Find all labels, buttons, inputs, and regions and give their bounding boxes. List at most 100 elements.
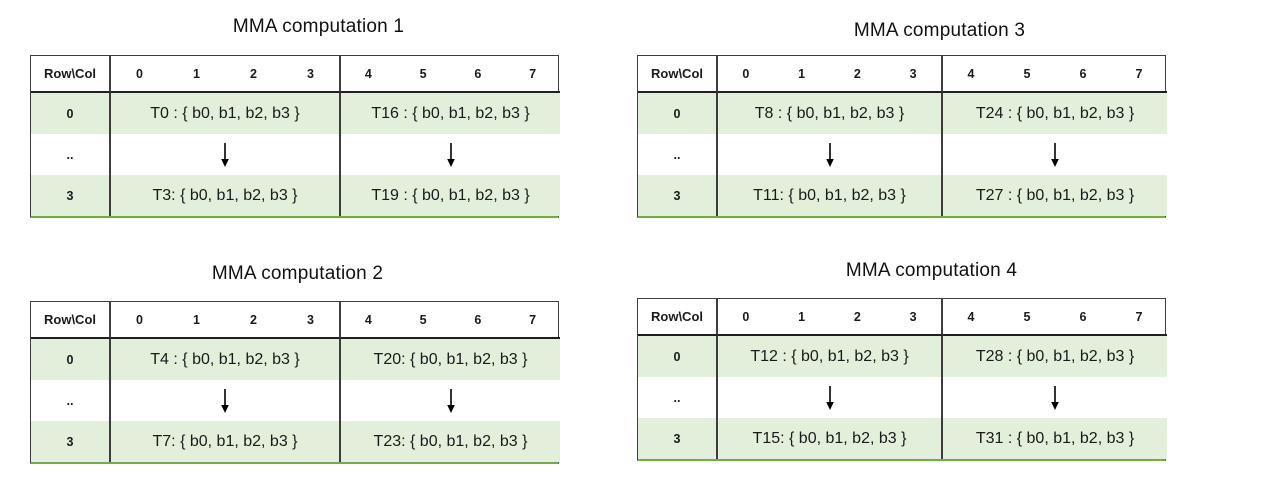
table-title: MMA computation 4 <box>845 260 1018 281</box>
column-header: 7 <box>1135 66 1143 81</box>
column-header: 2 <box>853 309 861 324</box>
column-header: 2 <box>250 66 257 81</box>
mma-table-4: Row\Col 0 1 2 3 4 5 6 7 0 T12 : { b0, b1… <box>637 298 1167 461</box>
down-arrow-icon <box>825 385 834 410</box>
arrow-cell <box>341 380 560 421</box>
panel-mma-computation-1: MMA computation 1 Row\Col 0 1 2 3 4 5 6 … <box>30 12 560 218</box>
arrow-cell <box>718 377 943 418</box>
mma-table-1: Row\Col 0 1 2 3 4 5 6 7 0 T0 : { b0, b1,… <box>30 55 560 218</box>
column-header-group-1: 0 1 2 3 <box>111 302 341 339</box>
thread-data-cell: T23: { b0, b1, b2, b3 } <box>341 421 560 462</box>
row-label-cell: 0 <box>638 93 718 134</box>
column-header: 6 <box>474 312 482 327</box>
thread-data-cell: T4 : { b0, b1, b2, b3 } <box>111 339 341 380</box>
arrow-cell <box>943 377 1167 418</box>
thread-data-cell: T19 : { b0, b1, b2, b3 } <box>341 175 560 216</box>
down-arrow-icon <box>1051 385 1059 410</box>
thread-data-cell: T0 : { b0, b1, b2, b3 } <box>111 93 341 134</box>
thread-data-cell: T24 : { b0, b1, b2, b3 } <box>943 93 1167 134</box>
arrow-cell <box>943 134 1167 175</box>
column-header: 1 <box>798 66 806 81</box>
column-header: 5 <box>419 66 427 81</box>
column-header-group-1: 0 1 2 3 <box>718 299 943 336</box>
corner-header-cell: Row\Col <box>638 299 718 336</box>
down-arrow-icon <box>221 142 229 167</box>
column-header: 3 <box>909 309 917 324</box>
column-header: 4 <box>364 66 372 81</box>
column-header-group-2: 4 5 6 7 <box>943 299 1167 336</box>
row-label-cell: 3 <box>31 175 111 216</box>
thread-data-cell: T3: { b0, b1, b2, b3 } <box>111 175 341 216</box>
column-header: 6 <box>1079 66 1087 81</box>
row-label-cell: 3 <box>638 175 718 216</box>
column-header: 0 <box>136 312 143 327</box>
column-header: 3 <box>307 312 314 327</box>
column-header: 6 <box>1079 309 1087 324</box>
column-header-group-1: 0 1 2 3 <box>718 56 943 93</box>
down-arrow-icon <box>221 388 229 413</box>
column-header-group-2: 4 5 6 7 <box>341 56 560 93</box>
column-header: 2 <box>250 312 257 327</box>
arrow-cell <box>111 134 341 175</box>
column-header: 0 <box>136 66 143 81</box>
thread-data-cell: T8 : { b0, b1, b2, b3 } <box>718 93 943 134</box>
column-header: 7 <box>529 312 537 327</box>
column-header: 1 <box>193 312 200 327</box>
column-header: 1 <box>798 309 806 324</box>
mma-table-2: Row\Col 0 1 2 3 4 5 6 7 0 T4 : { b0, b1,… <box>30 301 560 464</box>
row-label-cell: .. <box>31 134 111 175</box>
column-header-group-1: 0 1 2 3 <box>111 56 341 93</box>
column-header: 6 <box>474 66 482 81</box>
column-header-group-2: 4 5 6 7 <box>341 302 560 339</box>
panel-mma-computation-3: MMA computation 3 Row\Col 0 1 2 3 4 5 6 … <box>637 12 1167 218</box>
column-header: 0 <box>742 309 750 324</box>
column-header: 3 <box>307 66 314 81</box>
column-header: 4 <box>364 312 372 327</box>
column-header: 3 <box>909 66 917 81</box>
thread-data-cell: T7: { b0, b1, b2, b3 } <box>111 421 341 462</box>
arrow-cell <box>718 134 943 175</box>
mma-table-3: Row\Col 0 1 2 3 4 5 6 7 0 T8 : { b0, b1,… <box>637 55 1167 218</box>
panel-mma-computation-4: MMA computation 4 Row\Col 0 1 2 3 4 5 6 … <box>637 255 1167 461</box>
thread-data-cell: T31 : { b0, b1, b2, b3 } <box>943 418 1167 459</box>
row-label-cell: 0 <box>31 339 111 380</box>
column-header: 7 <box>529 66 537 81</box>
down-arrow-icon <box>825 142 834 167</box>
column-header: 2 <box>853 66 861 81</box>
table-title: MMA computation 1 <box>232 16 405 37</box>
row-label-cell: 3 <box>638 418 718 459</box>
corner-header-cell: Row\Col <box>638 56 718 93</box>
thread-data-cell: T20: { b0, b1, b2, b3 } <box>341 339 560 380</box>
column-header: 1 <box>193 66 200 81</box>
table-title: MMA computation 3 <box>853 20 1026 41</box>
row-label-cell: 0 <box>31 93 111 134</box>
thread-data-cell: T27 : { b0, b1, b2, b3 } <box>943 175 1167 216</box>
arrow-cell <box>111 380 341 421</box>
row-label-cell: 3 <box>31 421 111 462</box>
column-header: 4 <box>967 66 975 81</box>
column-header: 5 <box>1023 66 1031 81</box>
column-header-group-2: 4 5 6 7 <box>943 56 1167 93</box>
down-arrow-icon <box>446 142 455 167</box>
thread-data-cell: T16 : { b0, b1, b2, b3 } <box>341 93 560 134</box>
column-header: 4 <box>967 309 975 324</box>
column-header: 5 <box>419 312 427 327</box>
row-label-cell: .. <box>638 377 718 418</box>
down-arrow-icon <box>1051 142 1059 167</box>
corner-header-cell: Row\Col <box>31 56 111 93</box>
thread-data-cell: T11: { b0, b1, b2, b3 } <box>718 175 943 216</box>
corner-header-cell: Row\Col <box>31 302 111 339</box>
table-title: MMA computation 2 <box>211 263 384 284</box>
row-label-cell: .. <box>638 134 718 175</box>
thread-data-cell: T15: { b0, b1, b2, b3 } <box>718 418 943 459</box>
down-arrow-icon <box>446 388 455 413</box>
thread-data-cell: T28 : { b0, b1, b2, b3 } <box>943 336 1167 377</box>
row-label-cell: 0 <box>638 336 718 377</box>
column-header: 0 <box>742 66 750 81</box>
arrow-cell <box>341 134 560 175</box>
panel-mma-computation-2: MMA computation 2 Row\Col 0 1 2 3 4 5 6 … <box>30 258 560 464</box>
column-header: 7 <box>1135 309 1143 324</box>
thread-data-cell: T12 : { b0, b1, b2, b3 } <box>718 336 943 377</box>
row-label-cell: .. <box>31 380 111 421</box>
